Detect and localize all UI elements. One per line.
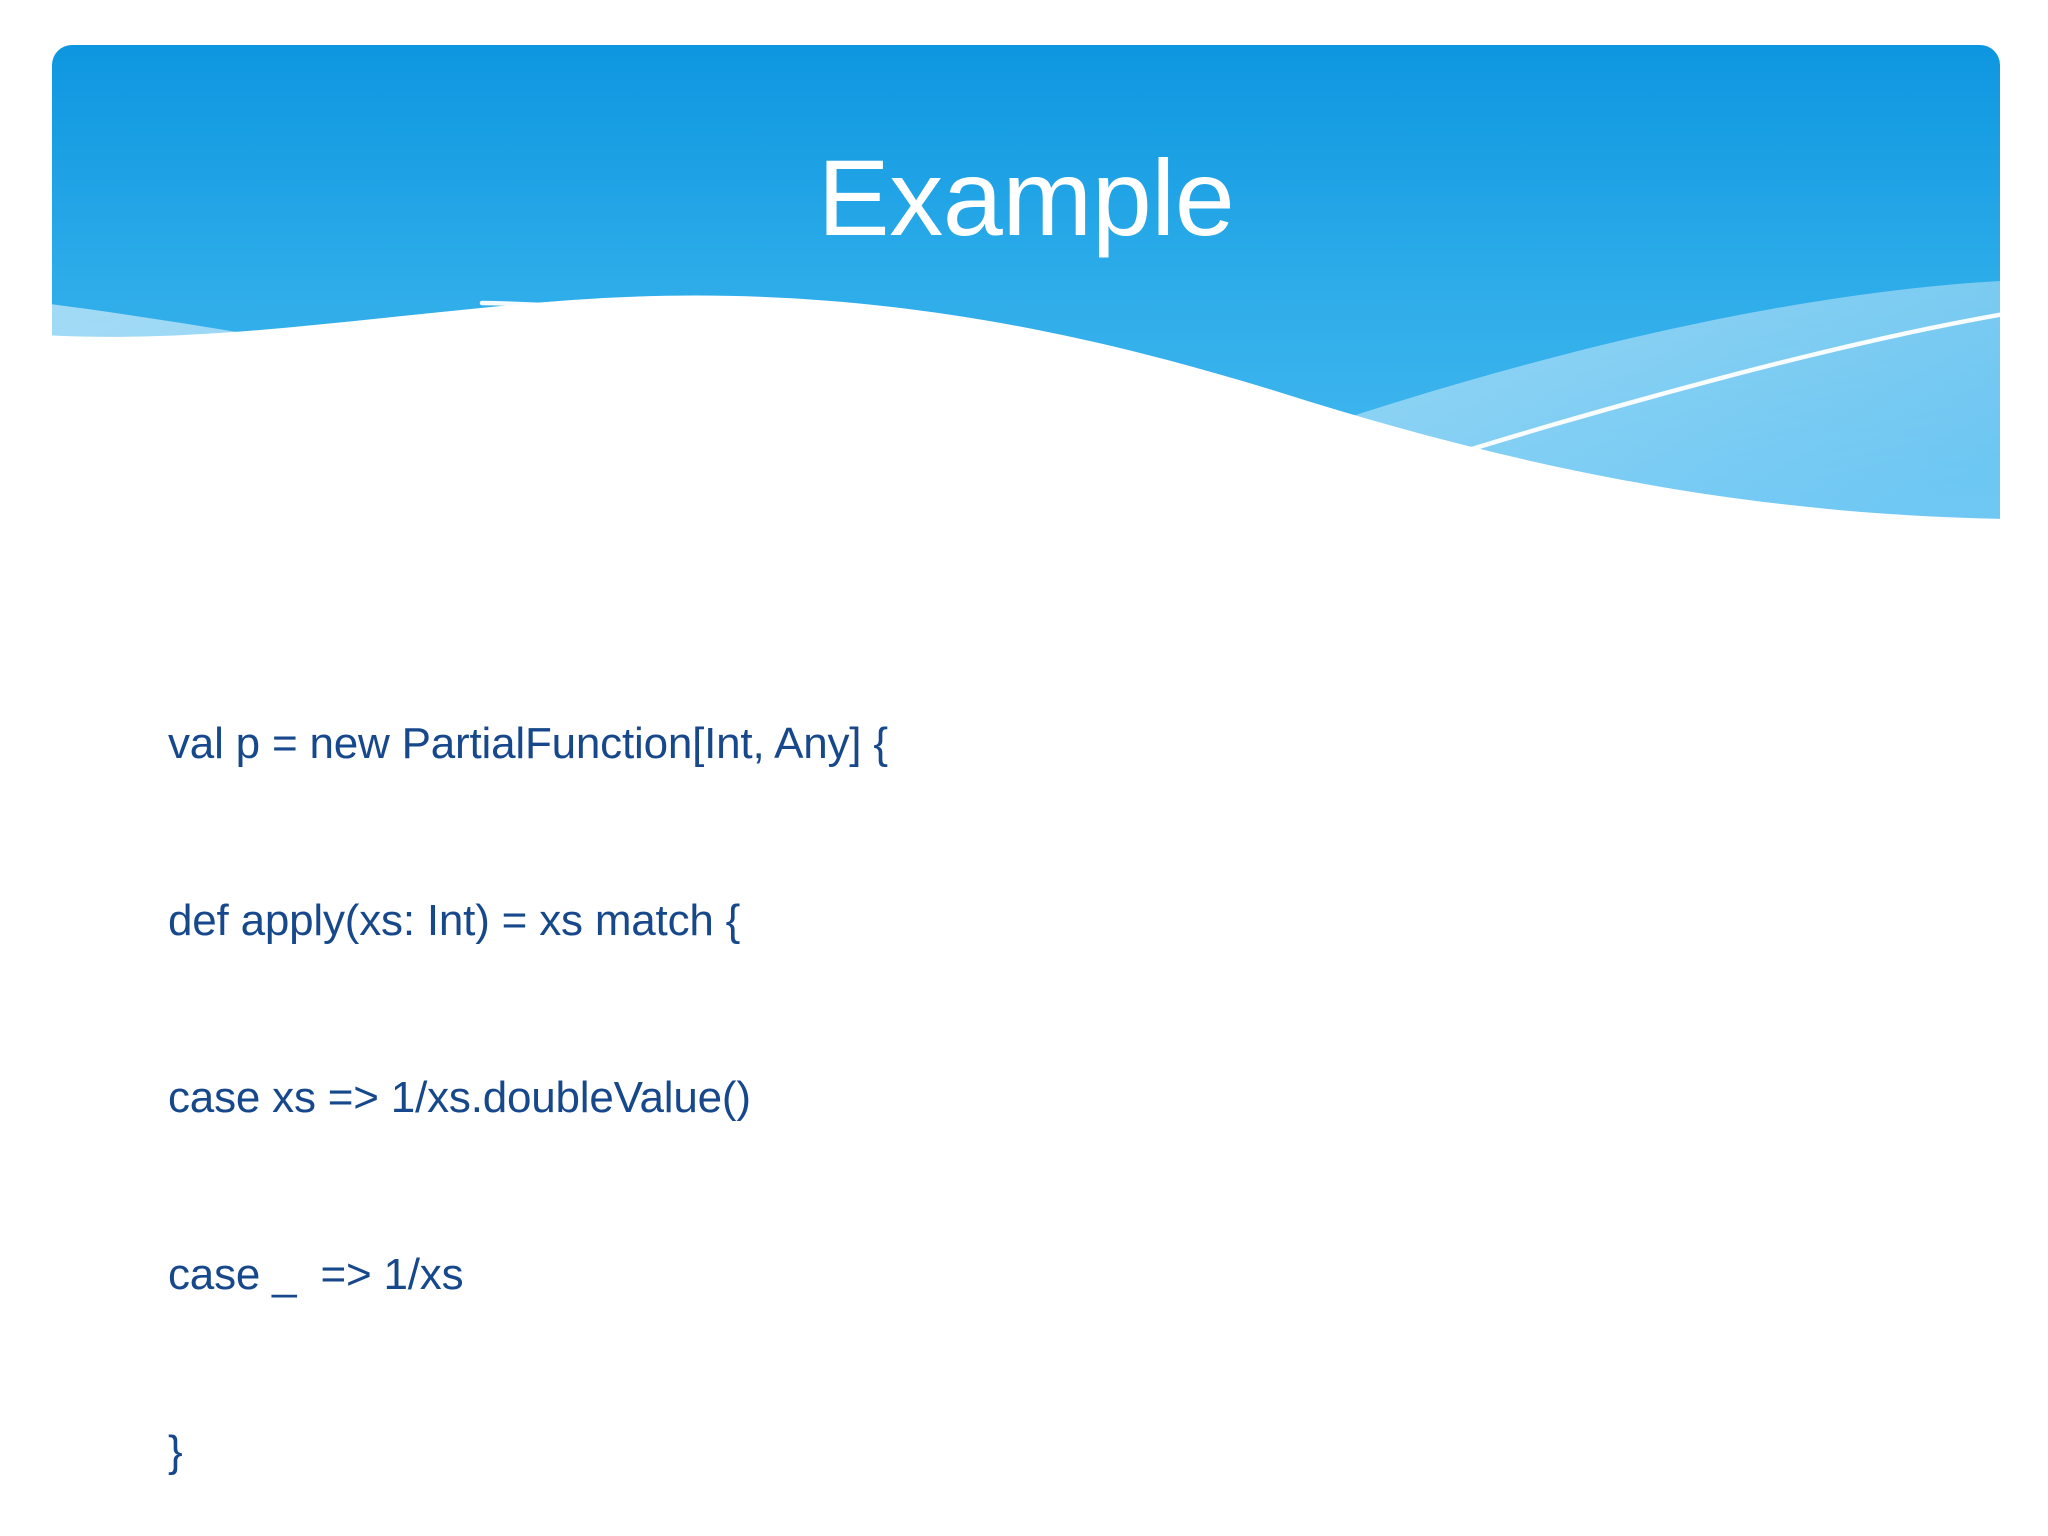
header-banner: Example: [52, 45, 2000, 570]
code-line: def apply(xs: Int) = xs match {: [168, 896, 741, 945]
wave-line-descending: [479, 300, 1855, 570]
code-line: case xs => 1/xs.doubleValue(): [168, 1073, 751, 1122]
page-title: Example: [817, 137, 1235, 258]
banner-wave-graphic: [52, 281, 2000, 570]
code-line: val p = new PartialFunction[Int, Any] {: [168, 719, 888, 768]
wave-white-main: [52, 295, 2000, 570]
wave-line-ascending: [1099, 312, 2000, 570]
code-block: val p = new PartialFunction[Int, Any] { …: [168, 596, 1928, 1536]
code-line: case _ => 1/xs: [168, 1250, 464, 1299]
code-line: }: [168, 1427, 183, 1476]
